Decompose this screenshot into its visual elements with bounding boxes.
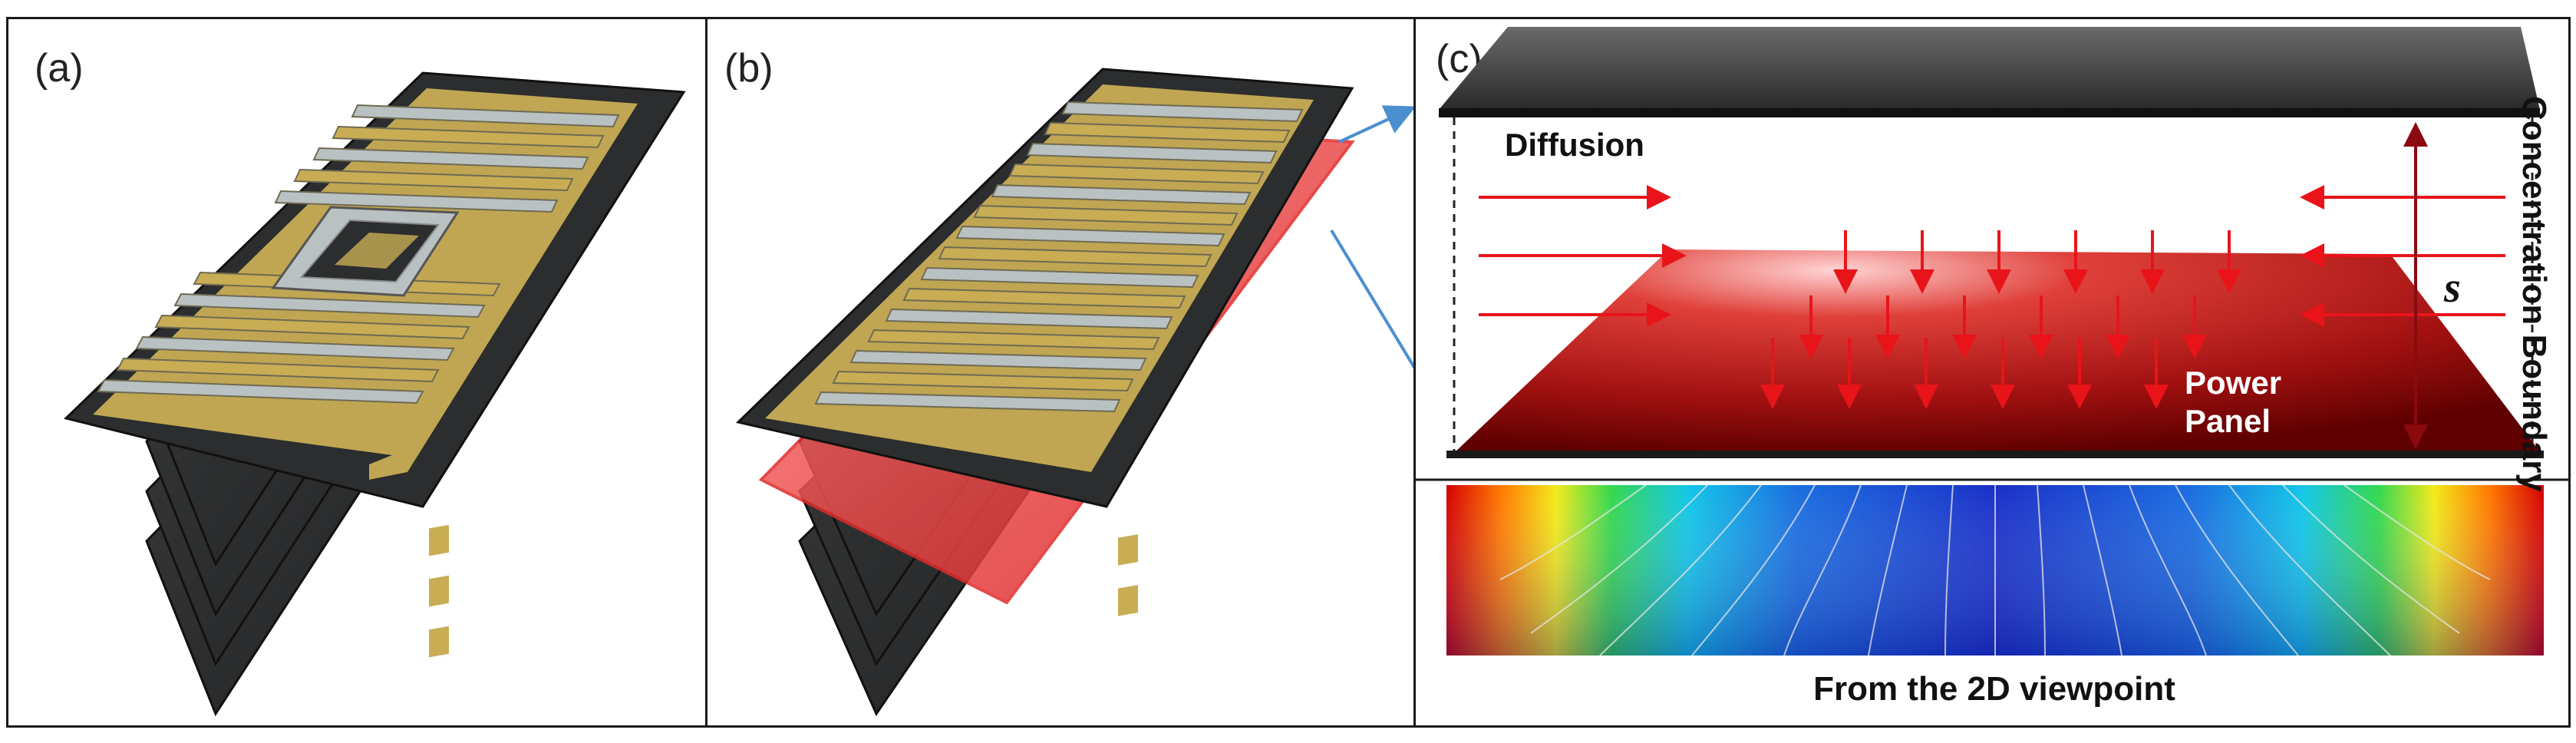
- panel-c: (c): [1413, 17, 2571, 728]
- vertical-flux-arrows: [1760, 230, 2241, 409]
- panel-b: (b): [705, 17, 1416, 728]
- viewpoint-caption: From the 2D viewpoint: [1813, 670, 2175, 708]
- panel-a: (a): [6, 17, 707, 728]
- distance-label: s: [2444, 264, 2461, 312]
- diffusion-label: Diffusion: [1505, 127, 1644, 163]
- electrode-fingers-a: [97, 104, 620, 405]
- panel-label: Panel: [2185, 403, 2271, 439]
- electrode-fingers-b: [814, 101, 1304, 413]
- panel-a-label: (a): [35, 46, 84, 91]
- power-label: Power: [2185, 365, 2282, 401]
- concentration-heatmap-2d: [1446, 484, 2544, 656]
- top-plate: [1439, 27, 2540, 110]
- stacked-electrode-layers-b: [735, 68, 1355, 717]
- diffusion-schematic: [1416, 27, 2568, 656]
- concentration-boundary-label: Concentration Boundary: [2515, 96, 2553, 492]
- stacked-electrode-layers-a: [64, 71, 686, 717]
- panel-b-label: (b): [724, 46, 773, 91]
- diffusion-arrows-left: [1479, 185, 1687, 327]
- power-panel: [1454, 249, 2544, 457]
